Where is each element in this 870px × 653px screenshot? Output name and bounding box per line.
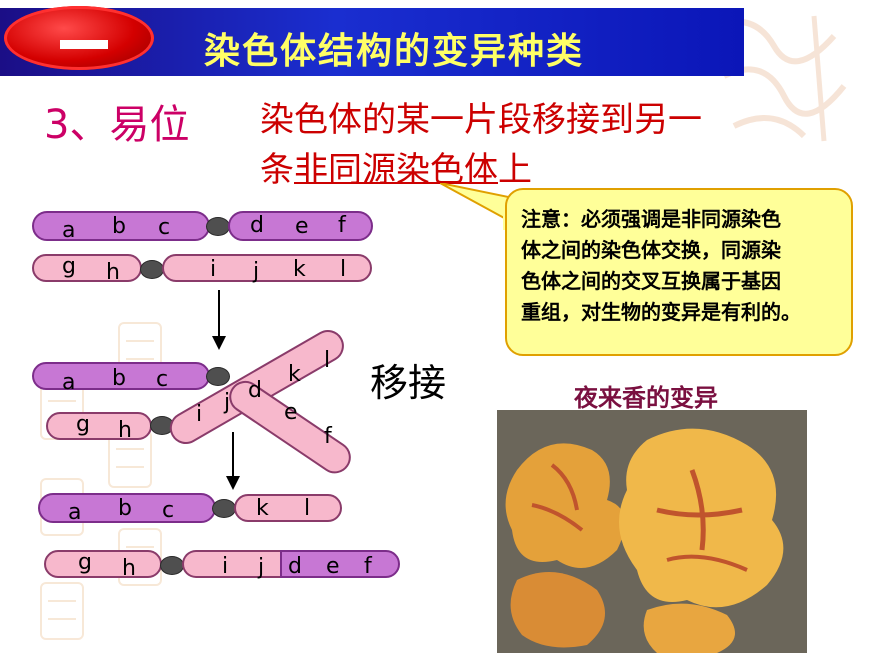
- badge-bar-icon: [60, 40, 108, 49]
- gene-label: h: [122, 556, 136, 581]
- chromosome-2-right-arm: [162, 254, 372, 282]
- note-line-4: 重组，对生物的变异是有利的。: [521, 300, 801, 324]
- translocated-arm-def: [280, 550, 400, 578]
- definition-prefix: 条: [260, 150, 294, 190]
- gene-label: d: [288, 554, 302, 579]
- page-title: 染色体结构的变异种类: [204, 31, 585, 72]
- gene-label: a: [62, 370, 76, 395]
- note-line-2: 体之间的染色体交换，同源染: [521, 238, 781, 262]
- arrow-down-icon: [232, 432, 234, 476]
- gene-label: j: [253, 259, 260, 284]
- gene-label: k: [256, 496, 269, 521]
- seal-stamp-icon: [40, 582, 84, 640]
- chromosome-2-left-arm: [32, 254, 142, 282]
- chromosome-1-right-arm: [228, 211, 373, 241]
- chromosome-2-left-arm: [46, 412, 152, 440]
- gene-label: a: [68, 500, 82, 525]
- flower-photo: [497, 410, 807, 653]
- gene-label: i: [222, 554, 229, 579]
- gene-label: g: [62, 254, 76, 279]
- gene-label: e: [326, 554, 340, 579]
- centromere: [206, 217, 230, 236]
- gene-label: b: [112, 366, 126, 391]
- flower-right-icon: [619, 428, 784, 608]
- gene-label: a: [62, 218, 76, 243]
- gene-label: c: [158, 215, 171, 240]
- section-label: 3、易位: [44, 102, 190, 148]
- gene-label: k: [288, 362, 301, 387]
- section-number-badge: 一: [4, 6, 154, 70]
- centromere: [206, 367, 230, 386]
- definition-line-1: 染色体的某一片段移接到另一: [260, 100, 702, 140]
- gene-label: f: [324, 424, 332, 449]
- chromosome-1-left-arm: [32, 362, 210, 390]
- gene-label: e: [295, 214, 309, 239]
- definition-suffix: 上: [498, 150, 532, 190]
- gene-label: f: [338, 213, 346, 238]
- arrow-down-icon: [218, 290, 220, 336]
- badge-symbol: 一: [4, 6, 5, 7]
- gene-label: f: [364, 554, 372, 579]
- note-callout: 注意：必须强调是非同源染色 体之间的染色体交换，同源染 色体之间的交叉互换属于基…: [505, 188, 853, 356]
- gene-label: h: [118, 418, 132, 443]
- note-line-1: 注意：必须强调是非同源染色: [521, 207, 781, 231]
- chromosome-2-right-arm: [182, 550, 282, 578]
- centromere: [212, 499, 236, 518]
- flower-bottom-icon: [510, 572, 735, 653]
- gene-label: k: [293, 257, 306, 282]
- gene-label: b: [118, 496, 132, 521]
- gene-label: d: [248, 378, 262, 403]
- definition-line-2: 条非同源染色体上: [260, 142, 532, 191]
- centromere: [140, 260, 164, 279]
- gene-label: l: [340, 257, 347, 282]
- note-line-3: 色体之间的交叉互换属于基因: [521, 269, 781, 293]
- gene-label: d: [250, 213, 264, 238]
- gene-label: g: [76, 412, 90, 437]
- gene-label: l: [304, 496, 311, 521]
- flower-caption: 夜来香的变异: [574, 384, 718, 412]
- gene-label: e: [284, 400, 298, 425]
- move-label: 移接: [370, 361, 447, 405]
- gene-label: c: [156, 367, 169, 392]
- gene-label: c: [162, 498, 175, 523]
- gene-label: i: [210, 257, 217, 282]
- gene-label: g: [78, 550, 92, 575]
- arrow-head-icon: [212, 336, 226, 350]
- flower-left-icon: [505, 443, 625, 568]
- gene-label: b: [112, 214, 126, 239]
- gene-label: i: [196, 402, 203, 427]
- chromosome-2-left-arm: [44, 550, 162, 578]
- centromere: [160, 556, 184, 575]
- definition-underlined: 非同源染色体: [294, 150, 498, 190]
- arrow-head-icon: [226, 476, 240, 490]
- translocated-segment-def: [223, 374, 358, 480]
- gene-label: l: [324, 348, 331, 373]
- chromosome-1-left-arm: [32, 211, 210, 241]
- gene-label: j: [224, 390, 231, 415]
- gene-label: j: [258, 555, 265, 580]
- gene-label: h: [106, 260, 120, 285]
- translocated-arm-kl: [234, 494, 342, 522]
- chromosome-1-left-arm: [38, 493, 216, 523]
